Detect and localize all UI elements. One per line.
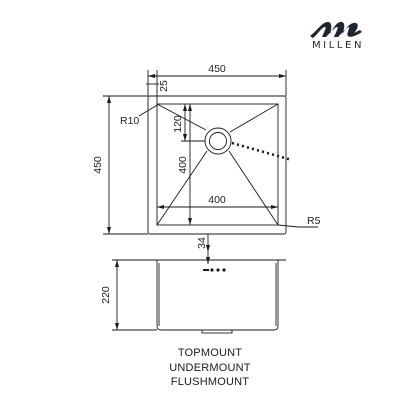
dim-drain-offset: 120 bbox=[172, 115, 184, 133]
dim-corner-radius-bowl: R5 bbox=[307, 215, 321, 227]
millen-logo-icon bbox=[310, 21, 362, 38]
dim-overall-width: 450 bbox=[208, 63, 226, 75]
drain-outer-circle bbox=[204, 127, 232, 155]
mount-type-undermount: UNDERMOUNT bbox=[169, 361, 251, 374]
drain-connector bbox=[201, 329, 233, 334]
mount-type-list: TOPMOUNT UNDERMOUNT FLUSHMOUNT bbox=[120, 346, 300, 390]
bowl-floor-line bbox=[156, 103, 207, 131]
dim-flange: 25 bbox=[158, 80, 170, 92]
bowl-floor-line bbox=[156, 150, 208, 226]
mount-type-flushmount: FLUSHMOUNT bbox=[170, 376, 250, 388]
drain-inner-circle bbox=[209, 132, 227, 150]
dim-inner-width: 400 bbox=[208, 194, 226, 206]
bowl-floor-line bbox=[228, 150, 279, 226]
dim-inner-depth: 400 bbox=[177, 156, 189, 174]
drain-direction-dotted-line bbox=[231, 141, 293, 162]
sink-outline-top-view bbox=[147, 95, 287, 235]
mount-type-topmount: TOPMOUNT bbox=[177, 347, 243, 359]
brand-name: MILLEN bbox=[311, 40, 365, 51]
dim-bowl-height: 220 bbox=[100, 286, 112, 304]
dim-overall-depth: 450 bbox=[92, 156, 104, 174]
dim-corner-radius-outer: R10 bbox=[120, 115, 139, 127]
bowl-outline bbox=[156, 103, 279, 226]
bowl-floor-line bbox=[229, 103, 279, 133]
dim-drain-gap: 34 bbox=[196, 237, 208, 249]
